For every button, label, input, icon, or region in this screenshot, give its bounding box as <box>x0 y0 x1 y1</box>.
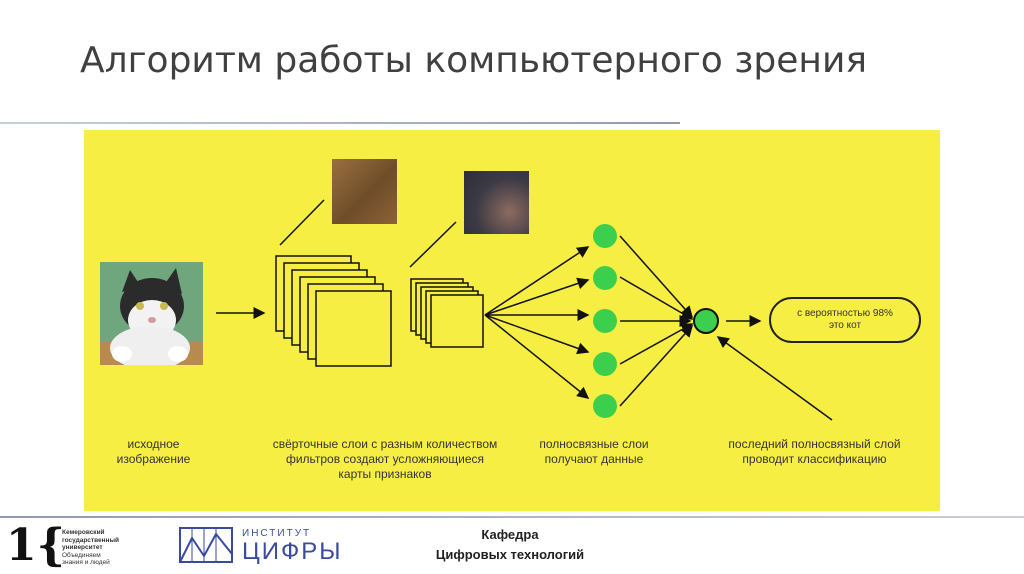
footer-divider <box>0 516 1024 518</box>
caption-line: карты признаков <box>250 467 520 482</box>
conv-stack-small <box>411 279 483 347</box>
fan-out-arrows <box>485 247 588 398</box>
cat-image <box>100 262 203 365</box>
logo-line: Кемеровский <box>62 529 119 537</box>
kemsu-logo-text: Кемеровский государственный университет … <box>62 529 119 567</box>
institute-logo-main: ЦИФРЫ <box>242 538 343 566</box>
department-line: Цифровых технологий <box>430 545 590 565</box>
fan-in-arrows <box>620 236 692 406</box>
patch1-connector <box>280 200 324 245</box>
conv-stack-large <box>276 256 391 366</box>
logo-line: университет <box>62 544 119 552</box>
caption-line: исходное <box>106 437 201 452</box>
kemsu-logo-mark: 1{ <box>6 520 65 572</box>
logo-line: Объединяем <box>62 552 119 560</box>
caption-input: исходное изображение <box>106 437 201 467</box>
cv-diagram: с вероятностью 98% это кот исходное изоб… <box>84 130 940 511</box>
feature-patch-2 <box>464 171 529 234</box>
caption-line: фильтров создают усложняющиеся <box>250 452 520 467</box>
caption-line: изображение <box>106 452 201 467</box>
feature-patch-1 <box>332 159 397 224</box>
patch2-connector <box>410 222 456 267</box>
caption-last: последний полносвязный слой проводит кла… <box>712 437 917 467</box>
page-title: Алгоритм работы компьютерного зрения <box>80 40 867 81</box>
caption-line: последний полносвязный слой <box>712 437 917 452</box>
fc-nodes <box>593 224 617 418</box>
caption-line: полносвязные слои <box>529 437 659 452</box>
fc-node <box>593 394 617 418</box>
caption-line: получают данные <box>529 452 659 467</box>
caption-fc: полносвязные слои получают данные <box>529 437 659 467</box>
caption-line: свёрточные слои с разным количеством <box>250 437 520 452</box>
logo-line: государственный <box>62 537 119 545</box>
classification-pointer <box>718 337 832 420</box>
result-pill: с вероятностью 98% это кот <box>769 297 921 343</box>
fc-node <box>593 266 617 290</box>
logo-line: знания и людей <box>62 559 119 567</box>
title-divider <box>0 122 680 124</box>
fc-node <box>593 224 617 248</box>
result-line: это кот <box>771 320 919 332</box>
department-line: Кафедра <box>430 525 590 545</box>
kemsu-logo: 1{ Кемеровский государственный университ… <box>4 520 144 572</box>
caption-conv: свёрточные слои с разным количеством фил… <box>250 437 520 482</box>
result-line: с вероятностью 98% <box>771 308 919 320</box>
caption-line: проводит классификацию <box>712 452 917 467</box>
fc-node <box>593 309 617 333</box>
institute-logo-icon <box>178 526 234 564</box>
fc-node <box>593 352 617 376</box>
institute-logo: ИНСТИТУТ ЦИФРЫ <box>178 524 378 566</box>
department-label: Кафедра Цифровых технологий <box>430 525 590 565</box>
output-node <box>694 309 718 333</box>
